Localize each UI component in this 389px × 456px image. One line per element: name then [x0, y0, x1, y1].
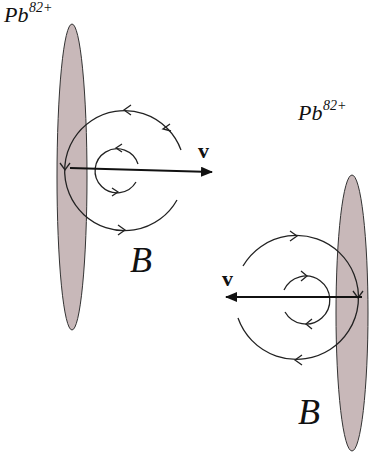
lead-nucleus [336, 175, 368, 451]
ion-symbol: Pb [4, 2, 28, 27]
field-label: B [130, 240, 152, 281]
velocity-arrow [70, 168, 212, 172]
ion-charge: 82+ [323, 98, 346, 114]
field-label: B [298, 392, 320, 433]
velocity-label: v [198, 138, 209, 163]
velocity-arrow [226, 296, 362, 298]
velocity-label: v [222, 266, 233, 291]
lead-nucleus [57, 24, 87, 330]
ion-charge: 82+ [29, 0, 52, 16]
ion-symbol: Pb [298, 100, 322, 125]
